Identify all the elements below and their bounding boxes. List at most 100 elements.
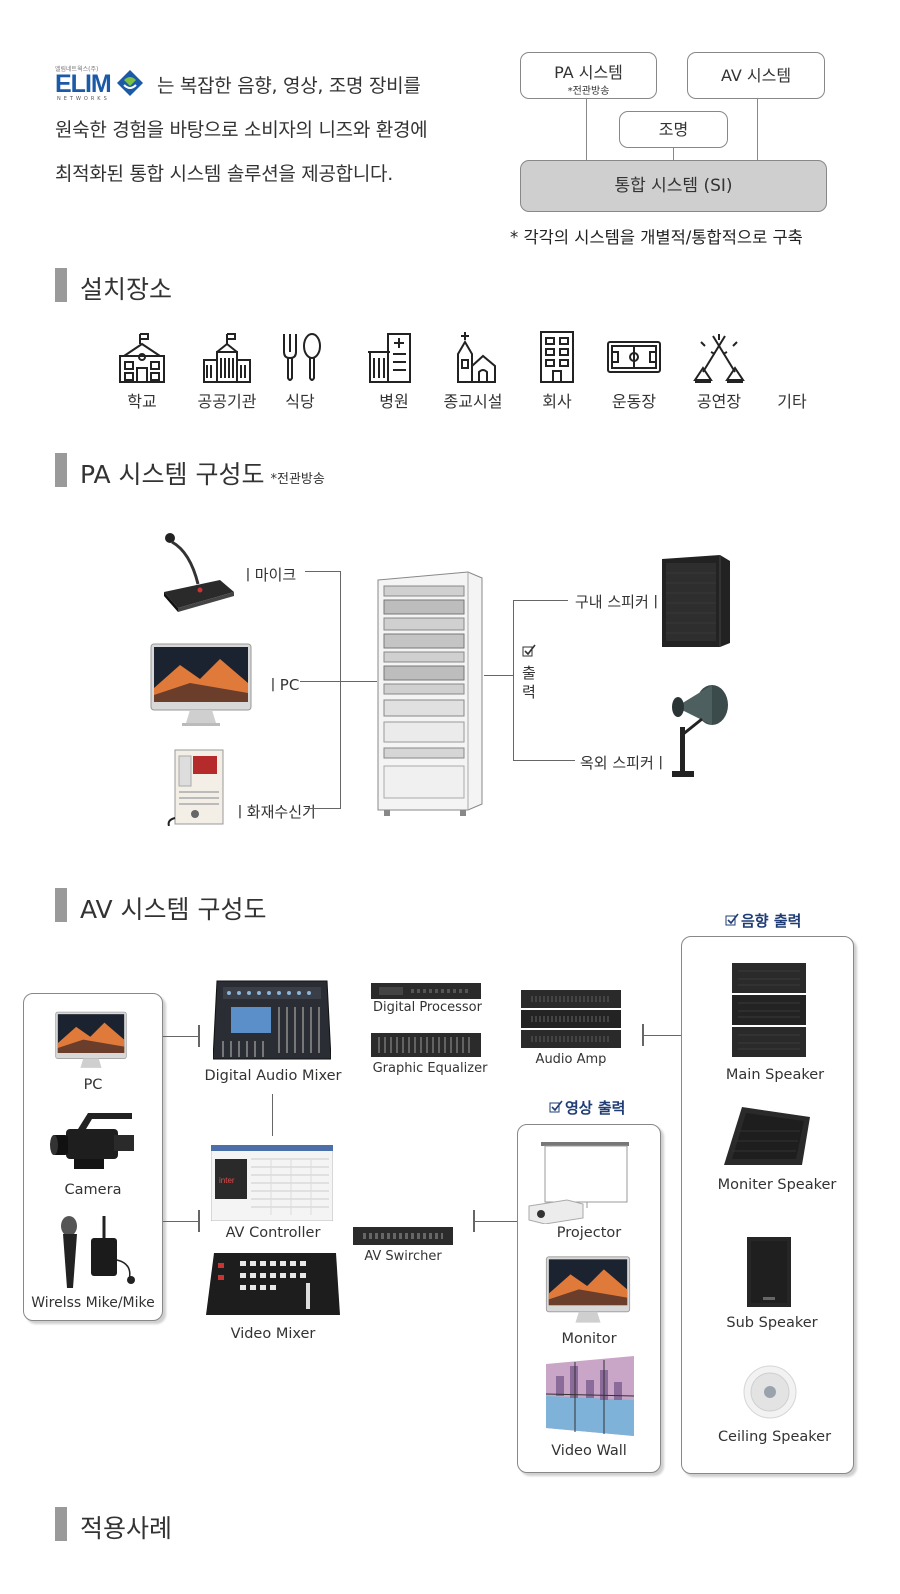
pa-diagram-title: PA 시스템 구성도*전관방송 [80,455,325,491]
connector-line [272,1094,273,1136]
intro-line-1: 는 복잡한 음향, 영상, 조명 장비를 [157,75,421,97]
check-icon [522,644,536,657]
connector-line [484,675,514,676]
input-pc-label: PC [83,1077,103,1093]
video-mixer-label: Video Mixer [230,1326,316,1342]
pa-system-box: PA 시스템 *전관방송 [520,52,657,99]
system-footnote: * 각각의 시스템을 개별적/통합적으로 구축 [510,228,803,247]
input-camera-label: Camera [64,1182,122,1198]
ceiling-speaker-label: Ceiling Speaker [717,1429,832,1445]
place-label: 공연장 [696,392,742,411]
amp-label: Audio Amp [535,1052,607,1067]
place-etc: 기타 [757,330,827,412]
digital-audio-mixer-icon [213,980,331,1060]
graphic-equalizer-icon [371,1033,481,1057]
place-school: 학교 [107,330,177,412]
pc-icon [55,1011,127,1068]
connector-line [757,98,758,160]
section-bar [55,453,67,487]
main-speaker-icon [732,963,806,1057]
place-label: 학교 [127,392,157,411]
logo-text: ELIM [55,70,112,98]
connector-tee [198,1210,200,1232]
place-hospital: 병원 [359,330,429,412]
output-label-1: 출 [522,664,536,682]
controller-label: AV Controller [225,1225,321,1241]
outdoor-speaker-label: 옥외 스피커ㅣ [580,754,668,772]
connector-tee [198,1025,200,1047]
restaurant-icon [283,333,321,381]
place-concert: 공연장 [684,330,754,412]
equalizer-label: Graphic Equalizer [372,1061,488,1076]
connector-line [513,760,575,761]
monitor-speaker-label: Moniter Speaker [717,1177,837,1193]
connector-line [474,1221,518,1222]
connector-line [513,600,568,601]
school-icon [119,333,165,383]
projector-icon [528,1142,629,1224]
connector-line [305,571,341,572]
logo-sub-text: NETWORKS [57,96,110,102]
lighting-system-box: 조명 [619,111,728,148]
place-church: 종교시설 [438,330,508,412]
monitor-icon [545,1256,631,1323]
svg-text:inter: inter [219,1176,235,1185]
place-label: 회사 [542,392,572,411]
place-label: 기타 [777,392,807,411]
intro-line-3: 최적화된 통합 시스템 솔루션을 제공합니다. [55,163,393,185]
horn-speaker-icon [672,685,728,777]
output-label-2: 력 [522,683,536,701]
place-label: 운동장 [611,392,657,411]
connector-line [340,571,341,809]
places-title: 설치장소 [80,275,173,304]
pa-title-text: PA 시스템 구성도 [80,460,265,489]
video-wall-icon [546,1356,634,1436]
place-label: 공공기관 [197,392,257,411]
company-logo: 엘림네트웍스(주) ELIM NETWORKS [55,64,150,102]
av-controller-icon: inter [211,1145,333,1221]
hospital-icon [368,333,411,383]
connector-line [305,808,341,809]
main-speaker-label: Main Speaker [725,1067,825,1083]
mic-label: ㅣ마이크 [241,566,297,584]
input-mic-label: Wirelss Mike/Mike [31,1295,155,1311]
projector-label: Projector [556,1225,622,1241]
audio-output-heading: 음향 출력 [741,912,802,930]
section-bar [55,268,67,302]
audio-amp-icon [521,990,621,1048]
logo-mark-icon [117,70,143,96]
rack-cabinet-icon [377,571,483,816]
connector-line [513,600,514,761]
monitor-label: Monitor [561,1331,617,1347]
processor-label: Digital Processor [373,1000,482,1015]
av-system-box: AV 시스템 [687,52,825,99]
camera-icon [50,1113,134,1169]
place-stadium: 운동장 [599,330,669,412]
indoor-speaker-label: 구내 스피커ㅣ [575,593,663,611]
place-office: 회사 [522,330,592,412]
switcher-label: AV Swircher [364,1249,442,1264]
sub-speaker-label: Sub Speaker [726,1315,818,1331]
place-public: 공공기관 [192,330,262,412]
monitor-speaker-icon [724,1107,810,1165]
pa-system-label: PA 시스템 [554,63,623,82]
digital-processor-icon [371,983,481,999]
video-wall-label: Video Wall [551,1443,627,1459]
intro-line-2: 원숙한 경험을 바탕으로 소비자의 니즈와 환경에 [55,119,428,141]
sub-speaker-icon [747,1237,791,1307]
pc-label: ㅣPC [266,676,300,694]
place-label: 병원 [379,392,409,411]
mixer-label: Digital Audio Mixer [204,1068,342,1084]
connector-line [673,148,674,160]
stadium-icon [607,341,661,373]
cases-title: 적용사례 [80,1514,173,1543]
church-icon [457,332,496,383]
concert-icon [693,334,745,383]
connector-line [586,98,587,160]
check-icon [725,913,739,926]
place-label: 식당 [285,392,315,411]
imac-icon [150,643,252,726]
connector-line [300,681,377,682]
fire-receiver-icon [167,749,224,826]
logo-small-text: 엘림네트웍스(주) [55,66,99,73]
